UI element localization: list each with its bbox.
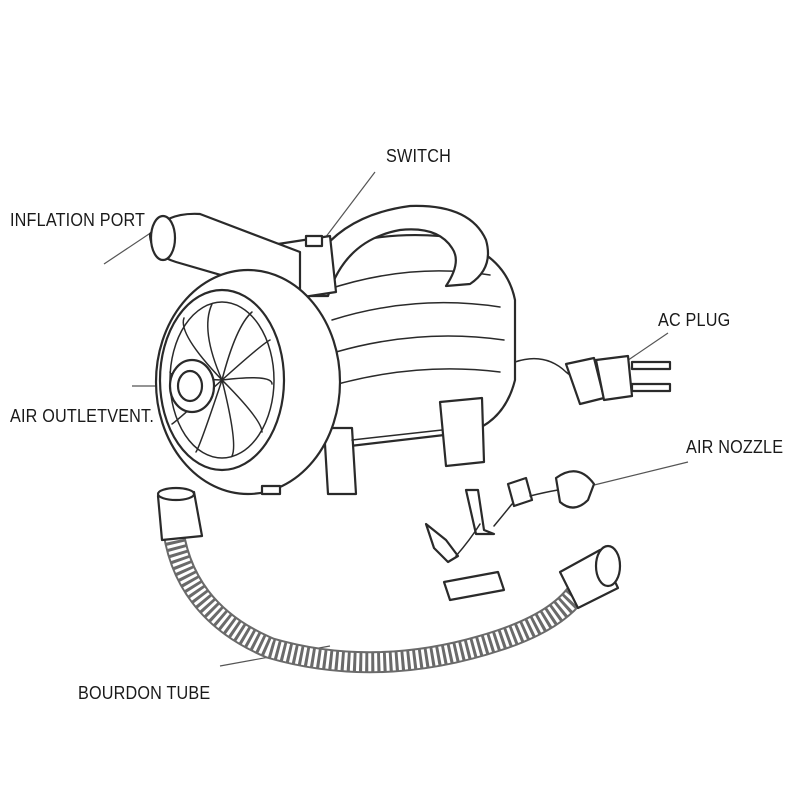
label-inflation-port: INFLATION PORT: [10, 210, 146, 230]
air-nozzles: [424, 470, 596, 602]
pump-body: [148, 204, 517, 496]
label-air-nozzle: AIR NOZZLE: [686, 437, 784, 457]
label-ac-plug: AC PLUG: [658, 310, 731, 330]
leader-switch: [321, 171, 376, 243]
ac-plug-cord: [514, 354, 672, 406]
bourdon-tube: [156, 486, 622, 674]
label-switch: SWITCH: [386, 146, 451, 166]
label-bourdon-tube: BOURDON TUBE: [78, 683, 211, 703]
leader-air-nozzle: [585, 461, 689, 488]
label-air-outlet: AIR OUTLETVENT.: [10, 406, 155, 426]
